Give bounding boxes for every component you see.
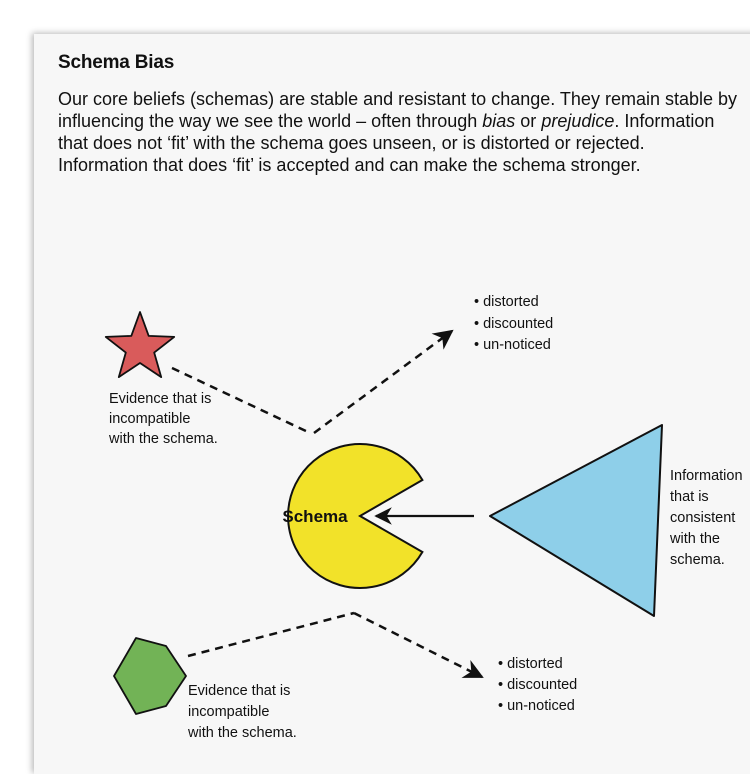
hexagon-label-line-3: with the schema.: [187, 725, 297, 741]
intro-emphasis-prejudice: prejudice: [541, 111, 615, 131]
triangle-label-line-1: Information: [670, 468, 743, 484]
star-evidence-label: Evidence that is incompatible with the s…: [108, 391, 218, 447]
intro-line-2: influencing the way we see the world – o…: [58, 110, 750, 132]
schema-bias-diagram: Schema Evidence that is incompatible wit…: [104, 294, 747, 741]
top-outcomes-dashed-arrow: [313, 329, 454, 435]
bottom-outcomes-dashed-arrow: [353, 611, 484, 679]
top-outcome-un-noticed: • un-noticed: [474, 337, 551, 353]
triangle-label-line-5: schema.: [670, 552, 725, 568]
intro-line-4: Information that does ‘fit’ is accepted …: [58, 155, 641, 175]
worksheet-page: Schema Bias Our core beliefs (schemas) a…: [34, 34, 750, 774]
hexagon-label-line-2: incompatible: [188, 704, 269, 720]
bottom-outcome-discounted: • discounted: [498, 677, 577, 693]
triangle-information-label: Information that is consistent with the …: [669, 468, 747, 568]
intro-line-3: that does not ‘fit’ with the schema goes…: [58, 133, 645, 153]
star-label-line-3: with the schema.: [108, 431, 218, 447]
hexagon-to-schema-dashed-line: [187, 611, 355, 658]
bottom-outcomes-list: • distorted • discounted • un-noticed: [498, 656, 581, 714]
triangle-label-line-4: with the: [669, 531, 720, 547]
hexagon-evidence-label: Evidence that is incompatible with the s…: [187, 683, 297, 741]
triangle-label-line-2: that is: [670, 489, 709, 505]
schema-label: Schema: [282, 507, 348, 526]
top-outcome-discounted: • discounted: [474, 316, 553, 332]
triangle-label-line-3: consistent: [670, 510, 735, 526]
star-to-schema-dashed-line: [171, 366, 309, 434]
red-star-shape: [104, 311, 176, 379]
blue-triangle-shape: [489, 424, 663, 617]
intro-line-2-end: . Information: [614, 111, 715, 131]
star-label-line-2: incompatible: [109, 411, 190, 427]
bottom-outcome-un-noticed: • un-noticed: [498, 698, 575, 714]
intro-line-2-text: influencing the way we see the world – o…: [58, 111, 483, 131]
intro-line-2-or: or: [515, 111, 542, 131]
intro-paragraph: Our core beliefs (schemas) are stable an…: [58, 88, 750, 176]
schema-pacman-shape: [287, 443, 424, 589]
bottom-outcome-distorted: • distorted: [498, 656, 563, 672]
intro-emphasis-bias: bias: [482, 111, 516, 131]
green-hexagon-shape: [113, 637, 187, 715]
top-outcome-distorted: • distorted: [474, 294, 539, 310]
page-title: Schema Bias: [58, 52, 175, 73]
top-outcomes-list: • distorted • discounted • un-noticed: [474, 294, 557, 353]
intro-line-1: Our core beliefs (schemas) are stable an…: [58, 89, 738, 109]
star-label-line-1: Evidence that is: [109, 391, 211, 407]
hexagon-label-line-1: Evidence that is: [188, 683, 290, 699]
